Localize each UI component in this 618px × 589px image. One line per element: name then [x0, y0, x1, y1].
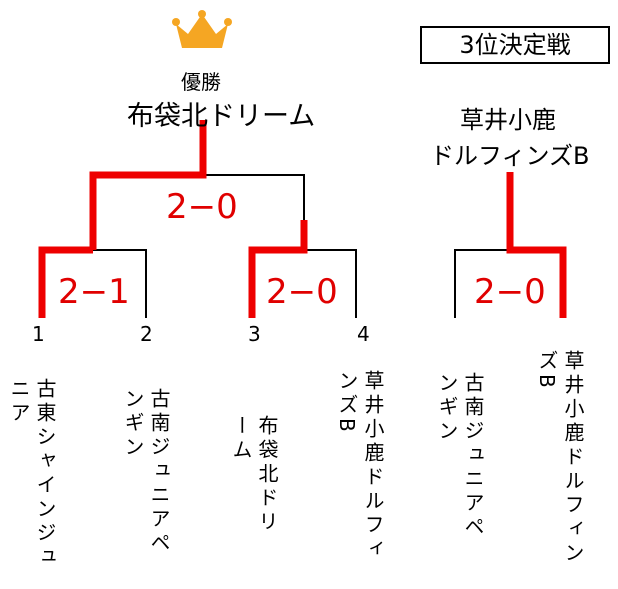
- third-place-title: 3位決定戦: [420, 26, 610, 64]
- third-place-winner-line2: ドルフィンズB: [430, 142, 590, 170]
- win-path-third: [506, 172, 567, 318]
- third-place-winner-line1: 草井小鹿: [460, 106, 556, 134]
- win-path-semi-left: [38, 246, 93, 318]
- third-place-line-left: [454, 249, 510, 318]
- win-path-final: [89, 120, 207, 250]
- score-semi-right: 2−0: [266, 272, 338, 312]
- team-4: 草井小鹿ドルフィンズB: [335, 370, 385, 562]
- seed-3: 3: [248, 322, 261, 346]
- crown-icon: [172, 10, 232, 48]
- score-semi-left: 2−1: [58, 272, 130, 312]
- semi-left-line-right: [93, 249, 147, 318]
- team-3: 布袋北ドリーム: [229, 415, 279, 535]
- team-2: 古南ジュニアペンギン: [121, 388, 171, 556]
- final-line-right: [205, 174, 305, 220]
- champion-label: 優勝: [181, 70, 221, 94]
- score-final: 2−0: [166, 187, 238, 227]
- seed-1: 1: [32, 322, 45, 346]
- third-place-team-2: 草井小鹿ドルフィンズB: [535, 350, 585, 566]
- seed-2: 2: [140, 322, 153, 346]
- third-place-team-1: 古南ジュニアペンギン: [435, 372, 485, 540]
- seed-4: 4: [357, 322, 370, 346]
- champion-team: 布袋北ドリーム: [127, 101, 316, 132]
- team-1: 古東シャインジュニア: [7, 378, 57, 570]
- semi-right-line-right: [304, 249, 357, 318]
- score-third-place: 2−0: [474, 272, 546, 312]
- win-path-semi-right-up: [248, 220, 308, 318]
